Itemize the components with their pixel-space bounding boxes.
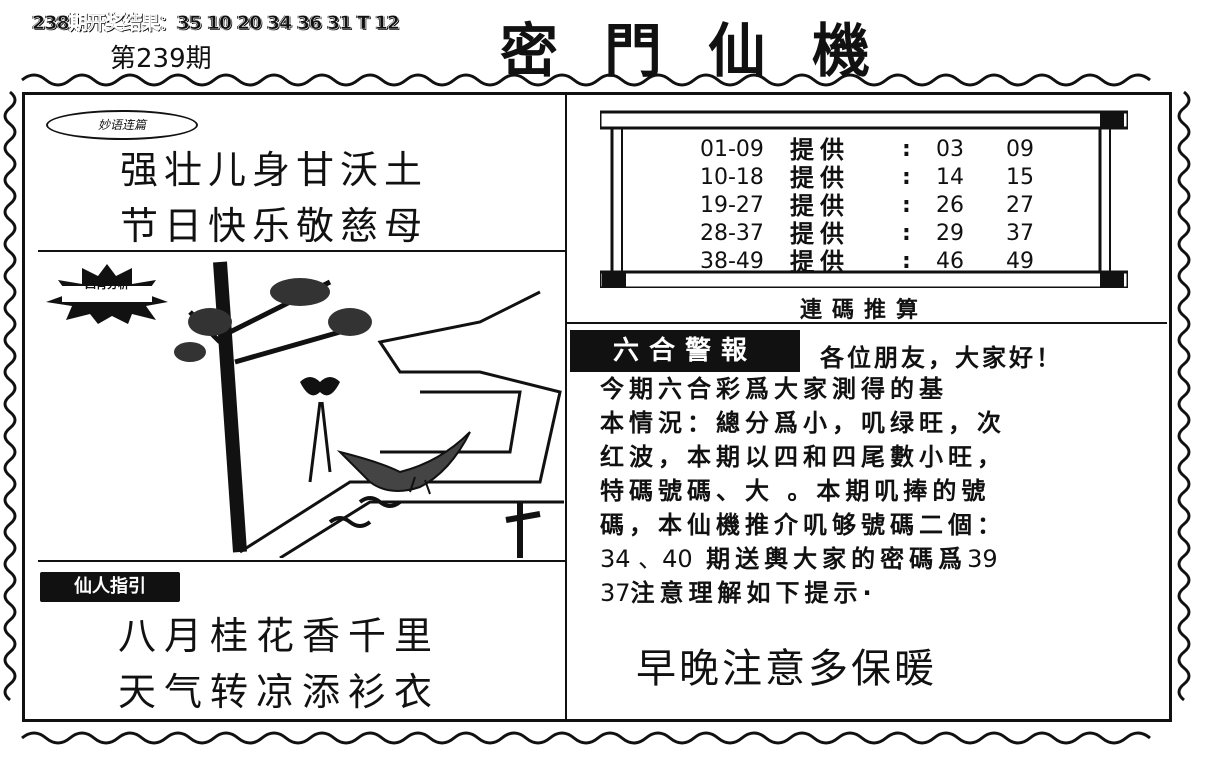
- range: 19-27: [700, 193, 764, 218]
- analysis-badge-label: 四肖分析: [85, 278, 129, 291]
- poem-bottom: 八月桂花香千里 天气转凉添衫衣: [118, 608, 440, 720]
- number-a: 14: [936, 165, 964, 190]
- poem-top: 强壮儿身甘沃土 节日快乐敬慈母: [120, 142, 428, 254]
- range: 28-37: [700, 221, 764, 246]
- issue-number: 第239期: [110, 44, 212, 74]
- colon: :: [902, 193, 911, 218]
- poem-badge: 妙语连篇: [46, 110, 198, 140]
- alert-line-6: 34 、40 期送輿大家的密碼爲39: [600, 542, 1140, 576]
- colon: :: [902, 137, 911, 162]
- lianma-row: 19-27 提供 : 26 27: [700, 192, 1034, 220]
- colon: :: [902, 249, 911, 274]
- number-b: 37: [1006, 221, 1034, 246]
- alert-line-1: 今期六合彩爲大家測得的基: [600, 375, 948, 403]
- colon: :: [902, 221, 911, 246]
- alert-line-5: 碼，本仙機推介叽够號碼二個：: [600, 511, 1006, 539]
- alert-line-2: 本情況：總分爲小，叽绿旺，次: [600, 409, 1006, 437]
- number-b: 09: [1006, 137, 1034, 162]
- provide-label: 提供: [790, 163, 850, 192]
- alert-line-4: 特碼號碼、大 。本期叽捧的號: [600, 477, 991, 505]
- lianma-table: 01-09 提供 : 03 09 10-18 提供 : 14 15 19-27 …: [700, 136, 1034, 276]
- number-b: 27: [1006, 193, 1034, 218]
- greeting: 各位朋友，大家好！: [820, 344, 1063, 372]
- provide-label: 提供: [790, 191, 850, 220]
- poem-top-line-1: 强壮儿身甘沃土: [120, 148, 429, 192]
- provide-label: 提供: [790, 247, 850, 276]
- main-frame: [22, 92, 1172, 722]
- range: 38-49: [700, 249, 764, 274]
- previous-draw-result: 238期开奖结果：35 10 20 34 36 31 T 12: [32, 12, 401, 35]
- scroll-frame: [600, 110, 1128, 288]
- pick-numbers: 34 、40: [600, 545, 693, 573]
- alert-line-6-text: 期送輿大家的密碼爲: [692, 545, 968, 573]
- code-number-1: 39: [967, 545, 998, 573]
- lianma-row: 28-37 提供 : 29 37: [700, 220, 1034, 248]
- divider-right: [567, 322, 1167, 324]
- number-b: 15: [1006, 165, 1034, 190]
- code-number-2: 37: [600, 579, 631, 607]
- number-a: 46: [936, 249, 964, 274]
- column-divider: [565, 94, 567, 720]
- poem-bottom-line-2: 天气转凉添衫衣: [118, 670, 441, 714]
- range: 01-09: [700, 137, 764, 162]
- lianma-row: 10-18 提供 : 14 15: [700, 164, 1034, 192]
- provide-label: 提供: [790, 135, 850, 164]
- number-a: 26: [936, 193, 964, 218]
- bottom-note: 早晚注意多保暖: [636, 646, 937, 692]
- poem-bottom-line-1: 八月桂花香千里: [118, 614, 441, 658]
- number-b: 49: [1006, 249, 1034, 274]
- analysis-starburst-badge: [46, 264, 168, 324]
- lianma-row: 01-09 提供 : 03 09: [700, 136, 1034, 164]
- number-a: 03: [936, 137, 964, 162]
- provide-label: 提供: [790, 219, 850, 248]
- alert-line-7-text: 注意理解如下提示·: [630, 579, 877, 607]
- alert-paragraph: 今期六合彩爲大家測得的基 本情況：總分爲小，叽绿旺，次 红波，本期以四和四尾數小…: [600, 372, 1140, 610]
- xian-ren-tab: 仙人指引: [40, 572, 180, 602]
- number-a: 29: [936, 221, 964, 246]
- lianma-row: 38-49 提供 : 46 49: [700, 248, 1034, 276]
- lianma-caption: 連碼推算: [800, 298, 929, 323]
- divider-left-bottom: [38, 560, 565, 562]
- alert-line-7: 37注意理解如下提示·: [600, 576, 1140, 610]
- divider-left-top: [38, 250, 565, 252]
- alert-tab: 六合警報: [570, 330, 800, 372]
- alert-line-3: 红波，本期以四和四尾數小旺，: [600, 443, 1006, 471]
- poem-top-line-2: 节日快乐敬慈母: [120, 204, 429, 248]
- range: 10-18: [700, 165, 764, 190]
- colon: :: [902, 165, 911, 190]
